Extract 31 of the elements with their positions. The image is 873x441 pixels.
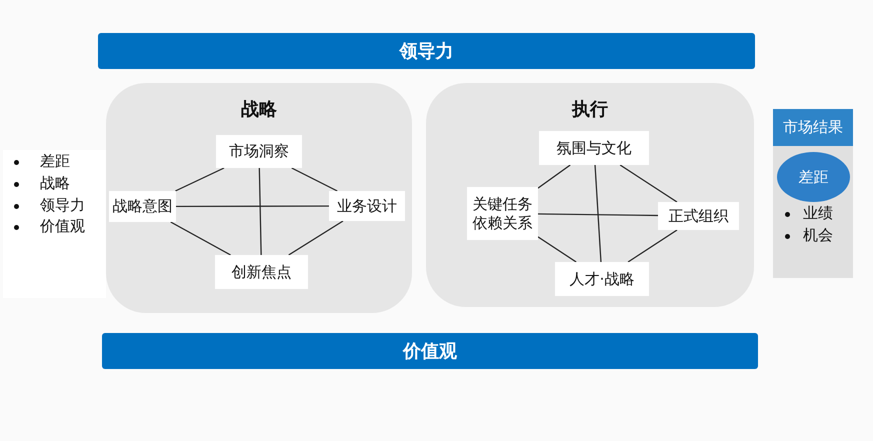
- connector-line: [538, 236, 576, 262]
- header-bar: 市场结果: [773, 109, 853, 146]
- connector-line: [594, 164, 602, 262]
- connector-line: [628, 230, 678, 262]
- connector-line: [291, 167, 338, 192]
- connector-line: [175, 167, 224, 192]
- label-box: 市场洞察: [216, 135, 302, 168]
- banner-bar: 价值观: [102, 333, 758, 369]
- label-box: 人才·战略: [555, 262, 649, 296]
- label-box: 正式组织: [658, 202, 739, 230]
- label-box: 战略意图: [109, 191, 176, 222]
- bullet-item: 战略: [40, 174, 70, 193]
- connector-line: [170, 221, 231, 256]
- bullet-item: 差距: [40, 152, 70, 171]
- label-box: 关键任务依赖关系: [467, 187, 538, 240]
- label-box: 业务设计: [329, 191, 405, 221]
- panel-title: 执行: [570, 98, 609, 121]
- bullet-item: 领导力: [40, 196, 85, 215]
- label-box: 氛围与文化: [539, 131, 649, 165]
- connector-line: [288, 220, 344, 256]
- banner-bar: 领导力: [98, 33, 755, 69]
- connector-line: [176, 205, 329, 208]
- bullet-item: 价值观: [40, 217, 85, 236]
- label-box: 创新焦点: [215, 255, 308, 289]
- connector-line: [538, 213, 658, 216]
- connector-line: [538, 164, 571, 189]
- bullet-item: 机会: [803, 226, 833, 245]
- connector-line: [258, 168, 262, 256]
- connector-line: [620, 164, 678, 202]
- panel-title: 战略: [240, 98, 278, 121]
- bullet-item: 业绩: [803, 204, 833, 223]
